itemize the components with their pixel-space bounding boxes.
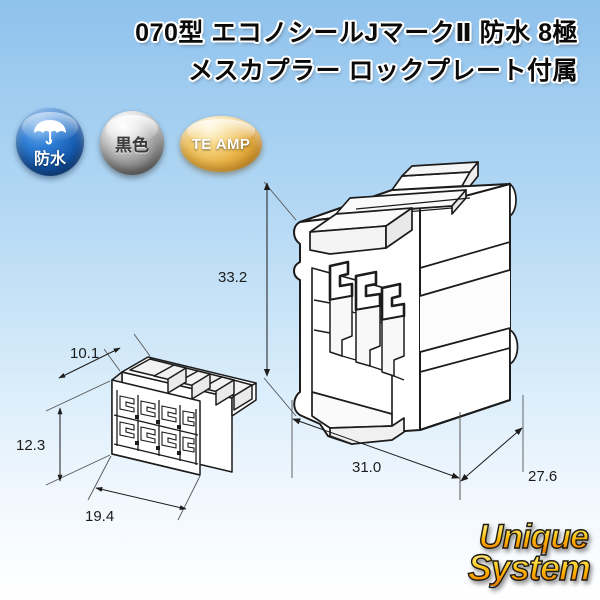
dim-main-width-label: 31.0 — [352, 459, 381, 476]
badge-te-amp: TE AMP — [180, 116, 262, 172]
main-part-drawing — [293, 161, 519, 445]
dim-main-depth-label: 27.6 — [528, 468, 557, 485]
badge-waterproof-label: 防水 — [33, 151, 66, 168]
dim-main-depth: 27.6 — [459, 395, 557, 500]
umbrella-icon — [34, 120, 66, 145]
badge-black-color-label: 黒色 — [115, 135, 149, 155]
dim-main-height-label: 33.2 — [218, 269, 247, 286]
badge-waterproof: 防水 — [16, 108, 84, 176]
dim-small-depth: 10.1 — [58, 333, 151, 379]
small-part-drawing — [111, 356, 257, 476]
dim-small-height: 12.3 — [16, 380, 111, 486]
dim-small-width: 19.4 — [85, 455, 201, 525]
dim-small-depth-label: 10.1 — [70, 345, 99, 362]
dim-main-height: 33.2 — [218, 181, 297, 417]
badge-gloss — [187, 119, 255, 143]
badge-te-amp-label: TE AMP — [191, 135, 251, 153]
dim-small-height-label: 12.3 — [16, 437, 45, 454]
badge-black-color: 黒色 — [100, 111, 164, 175]
badge-gloss — [106, 114, 158, 142]
dim-small-width-label: 19.4 — [85, 508, 114, 525]
